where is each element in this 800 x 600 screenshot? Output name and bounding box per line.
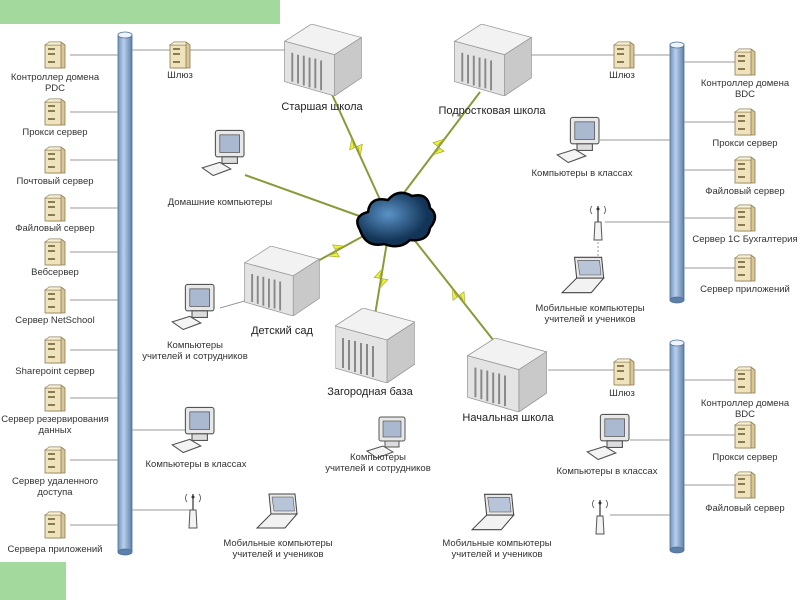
home-computers-icon[interactable] bbox=[201, 129, 245, 177]
right-top-wifi-antenna-icon[interactable] bbox=[589, 205, 607, 241]
right-bottom-gateway-icon[interactable] bbox=[613, 358, 635, 386]
left-gateway-label: Шлюз bbox=[167, 70, 193, 81]
right-top-bus-end bbox=[669, 296, 685, 304]
left-wifi-antenna-icon[interactable] bbox=[184, 493, 202, 529]
right-bottom-class-computers-label: Компьютеры в классах bbox=[556, 466, 658, 477]
kindergarten-label: Детский сад bbox=[251, 325, 313, 337]
teen-school-building-icon[interactable] bbox=[453, 24, 533, 96]
right-top-server-4-label: Сервер 1С Бухгалтерия bbox=[692, 234, 798, 245]
left-server-10-icon[interactable] bbox=[44, 511, 66, 539]
left-server-3-label: Почтовый сервер bbox=[16, 176, 94, 187]
right-bottom-server-1-icon[interactable] bbox=[734, 366, 756, 394]
link-kindergarten-pcs bbox=[219, 299, 249, 309]
left-server-9-icon[interactable] bbox=[44, 446, 66, 474]
right-top-server-1-label: Контроллер домена BDC bbox=[700, 78, 790, 100]
right-bottom-server-3-icon[interactable] bbox=[734, 471, 756, 499]
left-server-8-label: Сервер резервирования данных bbox=[1, 414, 109, 436]
right-bottom-server-2-label: Прокси сервер bbox=[712, 452, 778, 463]
left-server-7-label: Sharepoint сервер bbox=[15, 366, 95, 377]
senior-school-label: Старшая школа bbox=[281, 101, 363, 113]
left-server-2-icon[interactable] bbox=[44, 98, 66, 126]
right-top-class-computers-icon[interactable] bbox=[556, 116, 600, 164]
right-bottom-bus-cap bbox=[669, 339, 685, 347]
country-base-label: Загородная база bbox=[327, 386, 413, 398]
right-bottom-wifi-antenna-icon[interactable] bbox=[591, 499, 609, 535]
teen-school-label: Подростковая школа bbox=[438, 105, 546, 117]
right-top-server-3-label: Файловый сервер bbox=[705, 186, 785, 197]
left-server-5-icon[interactable] bbox=[44, 238, 66, 266]
link-senior-school-lightning-icon bbox=[349, 137, 363, 157]
left-gateway-icon[interactable] bbox=[169, 41, 191, 69]
right-bottom-server-3-label: Файловый сервер bbox=[705, 503, 785, 514]
right-top-gateway-icon[interactable] bbox=[613, 41, 635, 69]
right-bottom-gateway-label: Шлюз bbox=[609, 388, 635, 399]
left-server-2-label: Прокси сервер bbox=[22, 127, 88, 138]
left-mobile-label: Мобильные компьютеры учителей и учеников bbox=[223, 538, 333, 560]
left-server-1-label: Контроллер домена PDC bbox=[10, 72, 100, 94]
right-top-server-2-label: Прокси сервер bbox=[712, 138, 778, 149]
internet-cloud-icon bbox=[356, 191, 437, 248]
kindergarten-pcs-label: Компьютеры учителей и сотрудников bbox=[142, 340, 248, 362]
right-bottom-server-1-label: Контроллер домена BDC bbox=[700, 398, 790, 420]
link-primary-school-lightning-icon bbox=[452, 288, 465, 304]
left-server-8-icon[interactable] bbox=[44, 384, 66, 412]
left-server-10-label: Сервера приложений bbox=[7, 544, 103, 555]
bottom-accent-box bbox=[0, 562, 66, 600]
primary-school-label: Начальная школа bbox=[462, 412, 554, 424]
left-server-4-icon[interactable] bbox=[44, 194, 66, 222]
right-bottom-bus bbox=[669, 342, 685, 551]
right-bottom-server-2-icon[interactable] bbox=[734, 421, 756, 449]
left-bus-end bbox=[117, 548, 133, 556]
left-bus-cap bbox=[117, 31, 133, 39]
link-country-base-lightning-icon bbox=[373, 268, 389, 289]
left-class-computers-label: Компьютеры в классах bbox=[145, 459, 247, 470]
left-server-3-icon[interactable] bbox=[44, 146, 66, 174]
top-accent-bar bbox=[0, 0, 280, 24]
country-base-pcs-label: Компьютеры учителей и сотрудников bbox=[325, 452, 431, 474]
right-top-bus bbox=[669, 44, 685, 301]
right-bottom-bus-end bbox=[669, 546, 685, 554]
left-server-7-icon[interactable] bbox=[44, 336, 66, 364]
right-bottom-class-computers-icon[interactable] bbox=[586, 413, 630, 461]
right-top-server-2-icon[interactable] bbox=[734, 108, 756, 136]
right-top-server-3-icon[interactable] bbox=[734, 156, 756, 184]
link-kindergarten-lightning-icon bbox=[327, 244, 345, 258]
left-server-4-label: Файловый сервер bbox=[15, 223, 95, 234]
kindergarten-pcs-icon[interactable] bbox=[171, 283, 215, 331]
right-top-server-4-icon[interactable] bbox=[734, 204, 756, 232]
right-top-gateway-label: Шлюз bbox=[609, 70, 635, 81]
right-top-bus-cap bbox=[669, 41, 685, 49]
left-server-1-icon[interactable] bbox=[44, 41, 66, 69]
right-top-server-1-icon[interactable] bbox=[734, 48, 756, 76]
home-computers-label: Домашние компьютеры bbox=[167, 197, 273, 208]
country-base-building-icon[interactable] bbox=[335, 308, 415, 383]
left-server-6-label: Сервер NetSchool bbox=[15, 315, 95, 326]
primary-school-building-icon[interactable] bbox=[466, 338, 548, 412]
right-top-mobile-laptop-icon[interactable] bbox=[561, 256, 605, 294]
link-teen-school-lightning-icon bbox=[432, 138, 445, 156]
link-home-computers bbox=[244, 174, 363, 218]
right-top-server-5-label: Сервер приложений bbox=[700, 284, 790, 295]
kindergarten-building-icon[interactable] bbox=[243, 246, 321, 316]
right-top-server-5-icon[interactable] bbox=[734, 254, 756, 282]
left-server-9-label: Сервер удаленного доступа bbox=[12, 476, 98, 498]
right-bottom-mobile-label: Мобильные компьютеры учителей и учеников bbox=[442, 538, 552, 560]
left-mobile-laptop-icon[interactable] bbox=[256, 493, 298, 529]
right-bottom-mobile-laptop-icon[interactable] bbox=[471, 493, 515, 531]
left-server-5-label: Вебсервер bbox=[31, 267, 79, 278]
left-server-6-icon[interactable] bbox=[44, 286, 66, 314]
right-top-mobile-label: Мобильные компьютеры учителей и учеников bbox=[535, 303, 645, 325]
senior-school-building-icon[interactable] bbox=[284, 24, 362, 96]
left-bus bbox=[117, 34, 133, 553]
right-top-class-computers-label: Компьютеры в классах bbox=[531, 168, 633, 179]
